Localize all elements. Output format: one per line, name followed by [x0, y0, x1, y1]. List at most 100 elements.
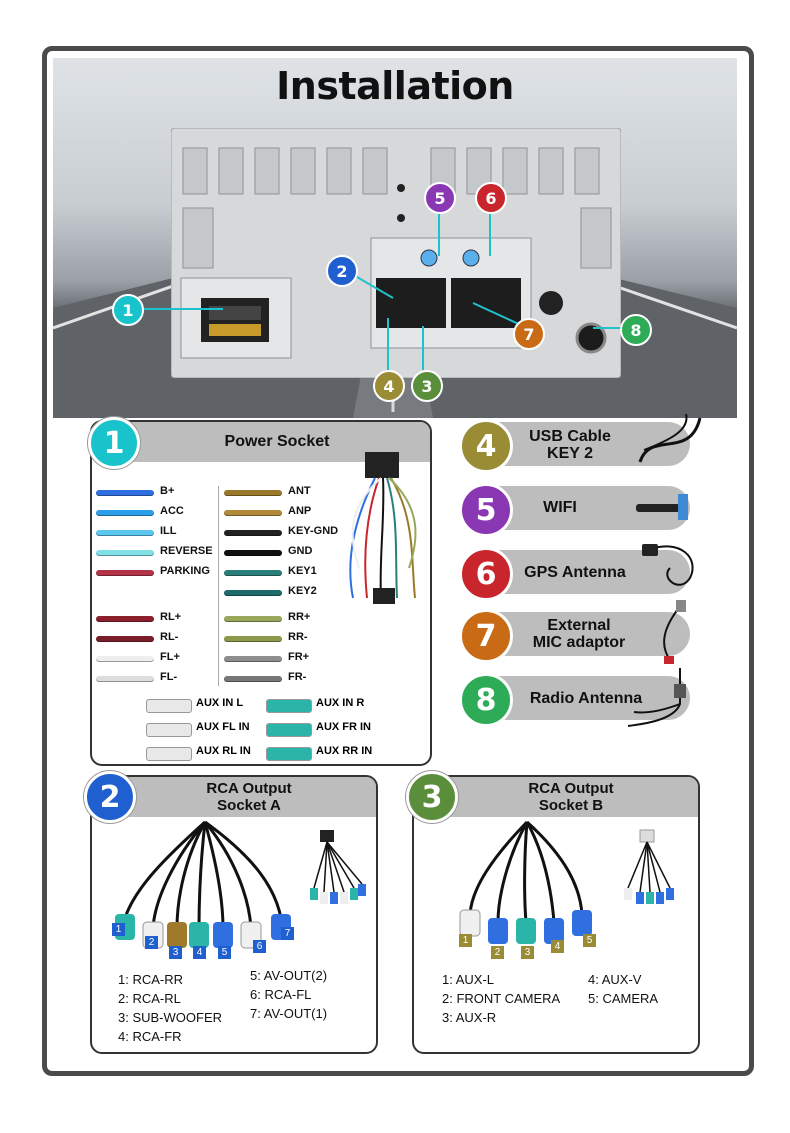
wire-divider — [218, 486, 219, 686]
plug-number-tag: 1 — [459, 934, 472, 947]
plug-number-tag: 3 — [521, 946, 534, 959]
badge-6-hero: 6 — [475, 182, 507, 214]
aux-plug — [266, 723, 312, 737]
aux-plug — [266, 699, 312, 713]
wire-key1 — [224, 570, 282, 576]
plug-number-tag: 6 — [253, 940, 266, 953]
rca-a-item-7: 7: AV-OUT(1) — [250, 1006, 328, 1021]
rca-b-item-1: 1: AUX-L — [442, 972, 495, 987]
wire-ant — [224, 490, 282, 496]
wire-parking — [96, 570, 154, 576]
rca-b-header-line1: RCA Output — [528, 780, 614, 797]
wire-label: REVERSE — [160, 545, 213, 557]
wire-fl- — [96, 676, 154, 682]
rca-b-header: RCA Output Socket B — [444, 777, 698, 817]
rca-b-item-4: 4: AUX-V — [588, 972, 642, 987]
rca-b-item-5: 5: CAMERA — [588, 991, 659, 1006]
plug-number-tag: 4 — [193, 946, 206, 959]
side-item-7-line1: External — [547, 617, 611, 634]
wire-rl- — [96, 636, 154, 642]
rca-a-list-2: 5: AV-OUT(2) 6: RCA-FL 7: AV-OUT(1) — [250, 966, 327, 1023]
gps-antenna-image — [642, 544, 694, 586]
wire-gnd — [224, 550, 282, 556]
rca-a-item-6: 6: RCA-FL — [250, 987, 312, 1002]
aux-plug — [146, 723, 192, 737]
badge-5-hero: 5 — [424, 182, 456, 214]
wire-fr- — [224, 656, 282, 662]
side-item-5-label: WIFI — [515, 499, 605, 516]
plug-number-tag: 7 — [281, 927, 294, 940]
wire-label: ANT — [288, 485, 311, 497]
usb-cable-image — [638, 413, 702, 463]
side-item-6-line1: GPS Antenna — [524, 564, 626, 581]
wire-ill — [96, 530, 154, 536]
aux-label: AUX IN L — [196, 697, 244, 709]
power-harness-image — [349, 452, 417, 604]
rca-a-list-1: 1: RCA-RR 2: RCA-RL 3: SUB-WOOFER 4: RCA… — [118, 970, 222, 1046]
plug-number-tag: 2 — [145, 936, 158, 949]
rca-a-header-line1: RCA Output — [206, 780, 292, 797]
wire-label: RL- — [160, 631, 179, 643]
wire-label: KEY2 — [288, 585, 317, 597]
wire-reverse — [96, 550, 154, 556]
wire-label: ILL — [160, 525, 177, 537]
badge-4: 4 — [459, 419, 513, 473]
aux-label: AUX FL IN — [196, 721, 250, 733]
wire-b- — [96, 490, 154, 496]
badge-5: 5 — [459, 483, 513, 537]
aux-label: AUX RL IN — [196, 745, 251, 757]
wire-label: KEY-GND — [288, 525, 339, 537]
plug-number-tag: 5 — [218, 946, 231, 959]
wire-anp — [224, 510, 282, 516]
rca-socket-a-panel: RCA Output Socket A — [90, 775, 378, 1054]
rca-a-item-5: 5: AV-OUT(2) — [250, 968, 328, 983]
badge-1-hero: 1 — [112, 294, 144, 326]
wire-rl- — [96, 616, 154, 622]
power-socket-title: Power Socket — [224, 433, 330, 450]
rca-b-cable-image — [459, 820, 592, 944]
radio-chassis — [171, 128, 621, 378]
badge-4-hero: 4 — [373, 370, 405, 402]
aux-plug — [146, 699, 192, 713]
side-item-4-line2: KEY 2 — [547, 445, 593, 462]
rca-b-list-2: 4: AUX-V 5: CAMERA — [588, 970, 658, 1008]
badge-1: 1 — [88, 417, 140, 469]
wire-label: RR+ — [288, 611, 311, 623]
wire-acc — [96, 510, 154, 516]
callout-lines — [138, 208, 625, 370]
mic-adaptor-image — [663, 600, 686, 664]
rca-a-item-1: 1: RCA-RR — [118, 972, 184, 987]
rca-a-item-2: 2: RCA-RL — [118, 991, 181, 1006]
plug-number-tag: 1 — [112, 923, 125, 936]
aux-plug — [266, 747, 312, 761]
side-item-4-line1: USB Cable — [529, 428, 611, 445]
wire-label: B+ — [160, 485, 175, 497]
wire-key2 — [224, 590, 282, 596]
wire-label: FR+ — [288, 651, 310, 663]
wire-label: FL+ — [160, 651, 180, 663]
wire-label: FL- — [160, 671, 178, 683]
aux-label: AUX FR IN — [316, 721, 371, 733]
side-item-6-label: GPS Antenna — [515, 564, 635, 581]
badge-8-hero: 8 — [620, 314, 652, 346]
wire-key-gnd — [224, 530, 282, 536]
rca-a-item-4: 4: RCA-FR — [118, 1029, 182, 1044]
plug-number-tag: 4 — [551, 940, 564, 953]
badge-7-hero: 7 — [513, 318, 545, 350]
rca-b-thumb-image — [624, 829, 674, 904]
wire-label: ANP — [288, 505, 312, 517]
side-item-7-label: External MIC adaptor — [510, 617, 648, 651]
wire-label: ACC — [160, 505, 184, 517]
aux-plug — [146, 747, 192, 761]
wire-rr- — [224, 636, 282, 642]
wire-fr- — [224, 676, 282, 682]
aux-label: AUX RR IN — [316, 745, 373, 757]
badge-3-hero: 3 — [411, 370, 443, 402]
wire-label: RR- — [288, 631, 308, 643]
side-item-4-label: USB Cable KEY 2 — [515, 428, 625, 462]
plug-number-tag: 2 — [491, 946, 504, 959]
rca-b-list-1: 1: AUX-L 2: FRONT CAMERA 3: AUX-R — [442, 970, 560, 1027]
wire-label: GND — [288, 545, 313, 557]
wire-fl- — [96, 656, 154, 662]
aux-label: AUX IN R — [316, 697, 365, 709]
